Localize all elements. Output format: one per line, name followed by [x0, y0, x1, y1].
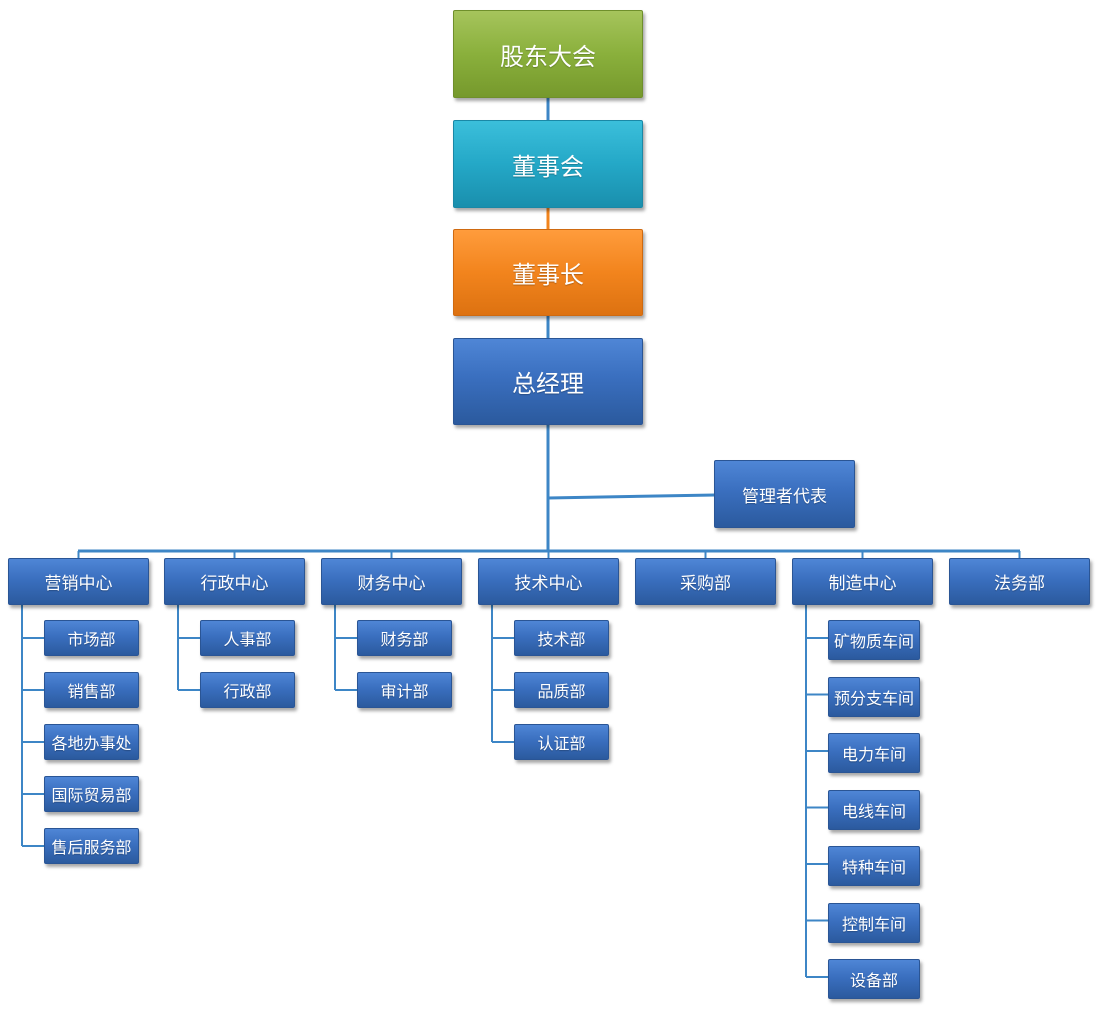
- connector-management-rep: [547, 493, 716, 500]
- sub-department-box: 市场部: [44, 620, 139, 656]
- general-manager-label: 总经理: [512, 370, 584, 398]
- sub-department-label: 特种车间: [841, 858, 906, 877]
- sub-department-box: 矿物质车间: [828, 620, 920, 660]
- sub-department-box: 售后服务部: [44, 828, 139, 864]
- sub-department-label: 控制车间: [841, 914, 906, 934]
- department-box: 制造中心: [792, 558, 933, 605]
- sub-department-label: 销售部: [67, 682, 116, 701]
- sub-department-label: 预分支车间: [833, 688, 914, 708]
- sub-department-label: 财务部: [380, 630, 429, 649]
- sub-department-box: 销售部: [44, 672, 139, 708]
- sub-department-label: 售后服务部: [51, 838, 132, 857]
- sub-department-box: 预分支车间: [828, 676, 920, 717]
- sub-department-box: 品质部: [514, 672, 609, 708]
- department-box: 技术中心: [478, 558, 619, 605]
- department-box: 法务部: [949, 558, 1090, 605]
- department-label: 营销中心: [44, 574, 113, 594]
- chairman-label: 董事长: [512, 261, 584, 289]
- sub-department-box: 控制车间: [828, 902, 920, 943]
- sub-department-box: 技术部: [514, 620, 609, 656]
- department-label: 行政中心: [200, 574, 269, 594]
- sub-department-label: 电力车间: [841, 745, 906, 764]
- sub-department-box: 特种车间: [828, 846, 920, 886]
- department-label: 制造中心: [828, 574, 897, 594]
- sub-department-box: 各地办事处: [44, 724, 139, 760]
- department-label: 财务中心: [357, 574, 426, 594]
- sub-department-label: 人事部: [223, 630, 272, 649]
- department-box: 营销中心: [8, 558, 149, 605]
- sub-department-label: 设备部: [849, 971, 898, 990]
- shareholders-box: 股东大会: [453, 10, 643, 98]
- chairman-box: 董事长: [453, 229, 643, 316]
- sub-department-box: 设备部: [828, 959, 920, 999]
- sub-department-label: 市场部: [67, 630, 116, 649]
- department-box: 采购部: [635, 558, 776, 605]
- sub-department-box: 电线车间: [828, 789, 920, 830]
- board-box: 董事会: [453, 120, 643, 208]
- sub-department-box: 审计部: [357, 672, 452, 708]
- general-manager-box: 总经理: [453, 338, 643, 425]
- sub-department-label: 各地办事处: [51, 734, 132, 753]
- sub-department-box: 电力车间: [828, 733, 920, 773]
- department-label: 技术中心: [514, 574, 583, 594]
- department-label: 法务部: [994, 574, 1045, 594]
- board-label: 董事会: [512, 152, 584, 181]
- sub-department-box: 行政部: [200, 672, 295, 708]
- sub-department-box: 人事部: [200, 620, 295, 656]
- sub-department-box: 国际贸易部: [44, 776, 139, 812]
- department-box: 财务中心: [321, 558, 462, 605]
- sub-department-box: 财务部: [357, 620, 452, 656]
- sub-department-label: 认证部: [537, 734, 586, 753]
- department-box: 行政中心: [164, 558, 305, 605]
- sub-department-label: 矿物质车间: [833, 632, 914, 651]
- management-representative-box: 管理者代表: [714, 460, 855, 528]
- sub-department-box: 认证部: [514, 724, 609, 760]
- department-label: 采购部: [680, 574, 731, 594]
- sub-department-label: 品质部: [537, 682, 586, 701]
- sub-department-label: 技术部: [537, 630, 586, 649]
- sub-department-label: 国际贸易部: [51, 786, 132, 805]
- management-representative-label: 管理者代表: [742, 486, 827, 507]
- shareholders-label: 股东大会: [500, 42, 596, 71]
- sub-department-label: 行政部: [223, 682, 272, 701]
- sub-department-label: 电线车间: [841, 801, 906, 821]
- sub-department-label: 审计部: [380, 682, 429, 701]
